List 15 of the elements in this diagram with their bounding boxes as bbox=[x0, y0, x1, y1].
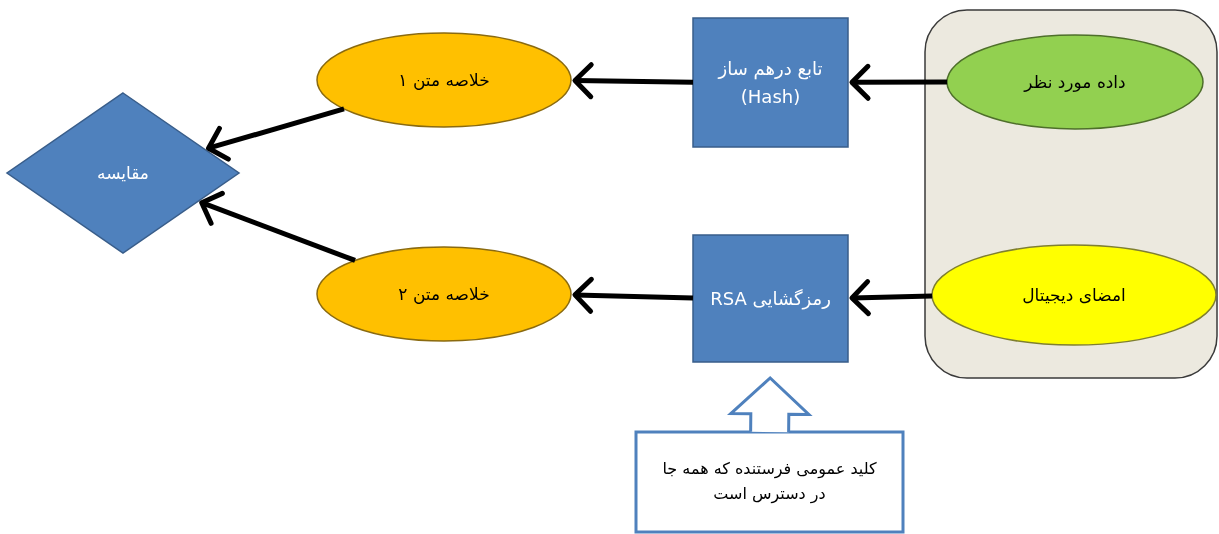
arrow bbox=[206, 106, 345, 162]
node-label: رمزگشایی RSA bbox=[710, 286, 831, 312]
node-label: خلاصه متن ۱ bbox=[398, 68, 490, 92]
arrow bbox=[572, 62, 694, 100]
block-arrow bbox=[726, 375, 813, 434]
node-label: تابع درهم ساز (Hash) bbox=[716, 56, 824, 109]
arrow bbox=[199, 190, 356, 263]
arrow bbox=[849, 63, 947, 101]
node-label: مقایسه bbox=[97, 161, 149, 185]
node-label: داده مورد نظر bbox=[1024, 70, 1126, 94]
node-label: کلید عمومی فرستنده که همه جا در دسترس است bbox=[662, 458, 877, 506]
node-label: امضای دیجیتال bbox=[1022, 283, 1126, 307]
arrow bbox=[572, 276, 694, 314]
node-label: خلاصه متن ۲ bbox=[398, 282, 490, 306]
arrow bbox=[849, 279, 933, 317]
